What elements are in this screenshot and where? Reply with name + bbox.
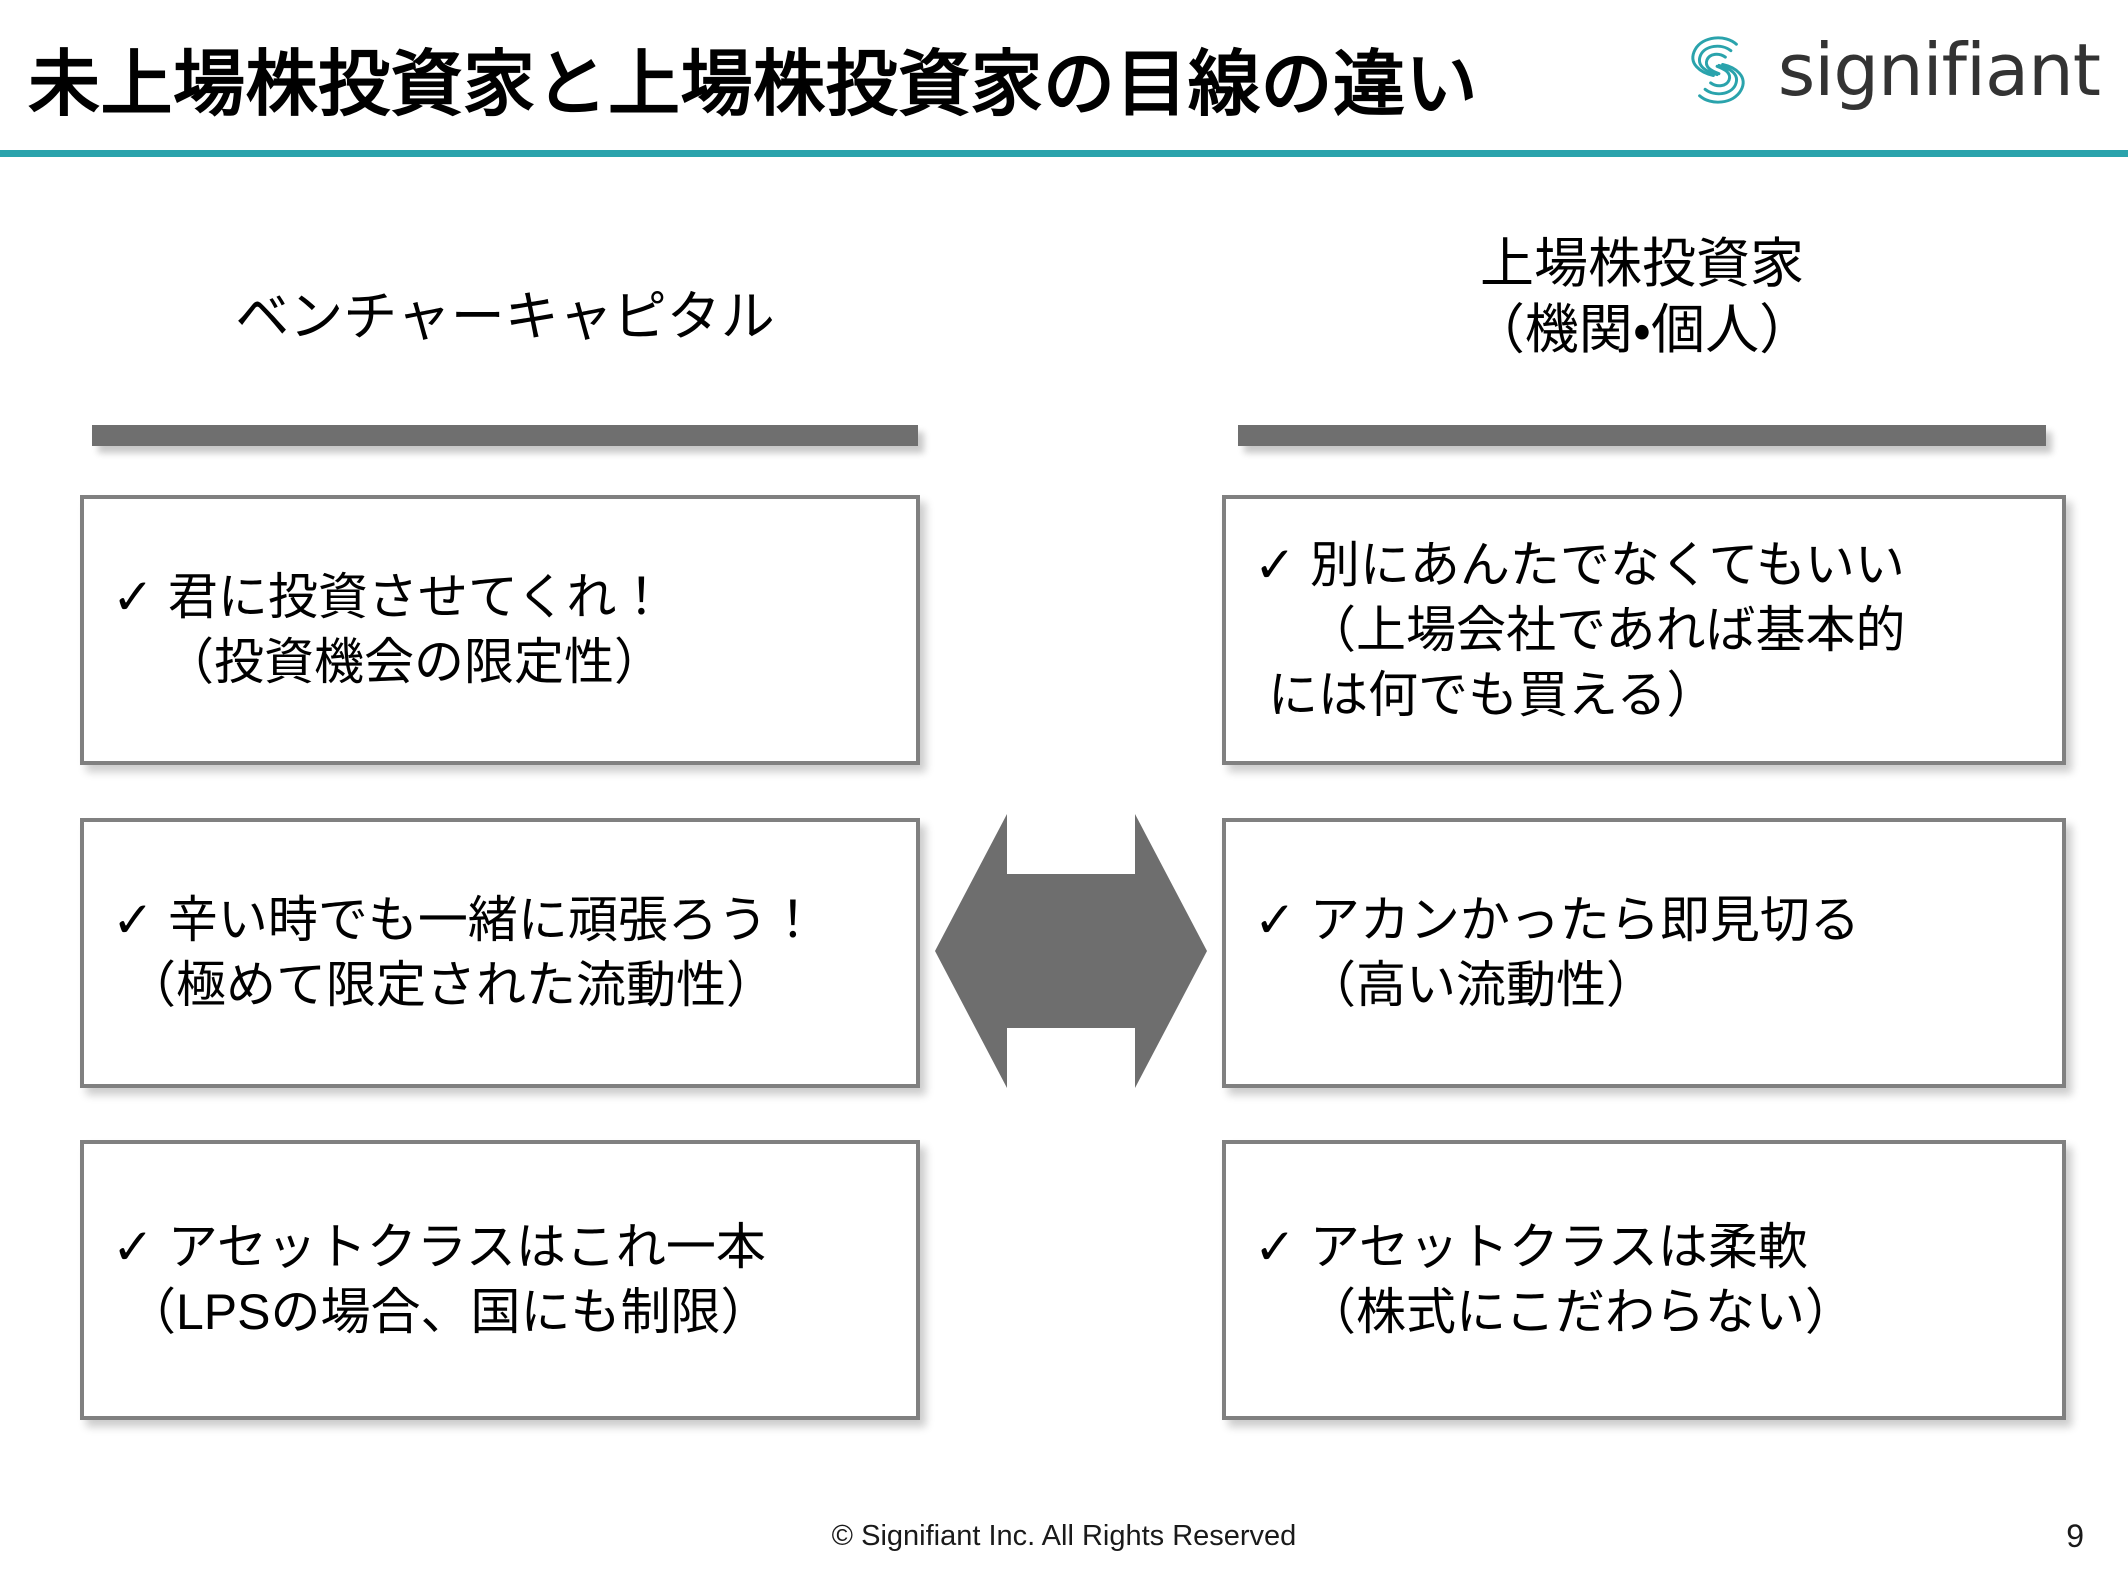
card-left-2: ✓辛い時でも一緒に頑張ろう！ （極めて限定された流動性） [80, 818, 920, 1088]
spiral-s-logo-icon [1691, 36, 1745, 104]
card-right-1: ✓別にあんたでなくてもいい （上場会社であれば基本的 には何でも買える） [1222, 495, 2066, 765]
card-left-3: ✓アセットクラスはこれ一本 （LPSの場合、国にも制限） [80, 1140, 920, 1420]
check-icon: ✓ [112, 892, 154, 948]
check-icon: ✓ [1254, 536, 1296, 593]
card-left-3-sub: （LPSの場合、国にも制限） [126, 1284, 771, 1340]
card-right-2-sub: （高い流動性） [1306, 957, 1656, 1013]
check-icon: ✓ [1254, 1219, 1296, 1275]
card-left-1: ✓君に投資させてくれ！ （投資機会の限定性） [80, 495, 920, 765]
card-left-2-main: ✓辛い時でも一緒に頑張ろう！ [112, 888, 888, 953]
check-icon: ✓ [112, 1219, 154, 1275]
card-right-3: ✓アセットクラスは柔軟 （株式にこだわらない） [1222, 1140, 2066, 1420]
card-right-1-sub2: には何でも買える） [1268, 666, 1717, 723]
column-heading-left-line1: ベンチャーキャピタル [235, 287, 775, 347]
column-heading-right-line2: （機関・個人） [1470, 299, 1814, 360]
column-heading-right-line1: 上場株投資家 [1480, 234, 1804, 294]
check-icon: ✓ [112, 569, 154, 625]
column-heading-right: 上場株投資家 （機関・個人） [1238, 232, 2046, 364]
double-arrow-icon [935, 814, 1207, 1088]
page-number: 9 [2066, 1518, 2084, 1554]
signifiant-logo: signifiant [1672, 18, 2101, 122]
card-right-2: ✓アカンかったら即見切る （高い流動性） [1222, 818, 2066, 1088]
logo-wordmark: signifiant [1777, 28, 2101, 112]
card-right-2-main: ✓アカンかったら即見切る [1254, 888, 2034, 953]
card-left-3-main: ✓アセットクラスはこれ一本 [112, 1215, 888, 1280]
card-right-1-main-text: 別にあんたでなくてもいい [1309, 536, 1905, 593]
card-left-1-main: ✓君に投資させてくれ！ [112, 565, 888, 630]
card-left-3-main-text: アセットクラスはこれ一本 [167, 1219, 766, 1275]
card-left-2-sub: （極めて限定された流動性） [126, 957, 776, 1013]
header-divider [0, 150, 2128, 157]
page-title: 未上場株投資家と上場株投資家の目線の違い [28, 44, 1479, 125]
card-right-3-main-text: アセットクラスは柔軟 [1309, 1219, 1808, 1275]
card-right-3-main: ✓アセットクラスは柔軟 [1254, 1215, 2034, 1280]
card-right-1-sub: （上場会社であれば基本的 [1306, 601, 1906, 658]
column-heading-left: ベンチャーキャピタル [92, 285, 918, 351]
card-left-2-main-text: 辛い時でも一緒に頑張ろう！ [167, 892, 818, 948]
card-right-3-sub: （株式にこだわらない） [1306, 1284, 1855, 1340]
column-underline-right [1238, 425, 2046, 446]
column-underline-left [92, 425, 918, 446]
copyright-text: © Signifiant Inc. All Rights Reserved [831, 1520, 1297, 1552]
card-left-1-main-text: 君に投資させてくれ！ [167, 569, 667, 625]
check-icon: ✓ [1254, 892, 1296, 948]
card-left-1-sub: （投資機会の限定性） [164, 634, 664, 690]
card-right-2-main-text: アカンかったら即見切る [1309, 892, 1860, 948]
card-right-1-main: ✓別にあんたでなくてもいい [1254, 533, 2034, 598]
